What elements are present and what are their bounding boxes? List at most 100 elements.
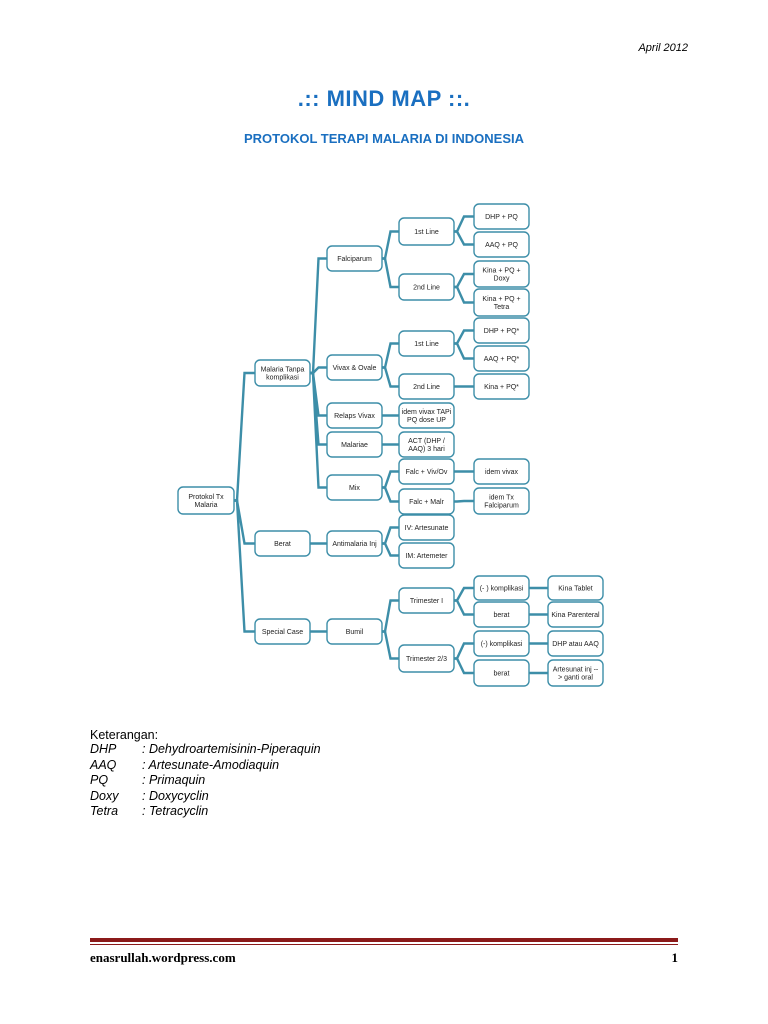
mind-map-connector <box>382 599 399 633</box>
mind-map-node: AAQ + PQ* <box>473 345 530 372</box>
mind-map-node-label: Antimalaria Inj <box>332 541 377 548</box>
mind-map-node-label: 1st Line <box>414 229 439 236</box>
mind-map-connector <box>382 486 399 503</box>
mind-map-node-box <box>326 354 383 381</box>
mind-map-node-box <box>398 431 455 458</box>
mind-map-node-box <box>473 288 530 317</box>
page-title: .:: MIND MAP ::. <box>297 86 471 111</box>
page-number: 1 <box>671 950 679 965</box>
legend-abbr: PQ <box>90 773 109 787</box>
mind-map-node-label: AAQ) 3 hari <box>408 446 445 453</box>
mind-map-connector <box>454 657 474 675</box>
date-label: April 2012 <box>638 42 688 54</box>
legend-desc: : Dehydroartemisinin-Piperaquin <box>142 742 321 756</box>
mind-map-node-label: Special Case <box>262 629 303 636</box>
mind-map-node: Falc + Malr <box>398 488 455 515</box>
mind-map-connector <box>382 342 399 369</box>
mind-map-node-box <box>547 575 604 601</box>
mind-map-node: Berat <box>254 530 311 557</box>
mind-map-node-box <box>473 487 530 515</box>
mind-map-node: 1st Line <box>398 217 455 246</box>
mind-map-node-box <box>398 217 455 246</box>
mind-map-node-box <box>398 514 455 541</box>
footer-site: enasrullah.wordpress.com <box>90 950 236 965</box>
mind-map-node-label: Falc + Viv/Ov <box>406 469 448 476</box>
mind-map-node-box <box>398 542 455 569</box>
mind-map-node-box <box>473 630 530 657</box>
mind-map-node: Antimalaria Inj <box>326 530 383 557</box>
mind-map-node: DHP + PQ <box>473 203 530 230</box>
mind-map-node: Artesunat inj --> ganti oral <box>547 659 604 687</box>
mind-map-node: 2nd Line <box>398 273 455 301</box>
mind-map-node: berat <box>473 659 530 687</box>
mind-map-node-label: > ganti oral <box>558 675 593 682</box>
mind-map-node-box <box>473 260 530 288</box>
mind-map-node: Malariae <box>326 431 383 458</box>
mind-map-node: idem vivax <box>473 458 530 485</box>
mind-map-node-box <box>547 601 604 628</box>
mind-map-edges <box>234 215 548 675</box>
mind-map-node: AAQ + PQ <box>473 231 530 258</box>
mind-map-node-label: ACT (DHP / <box>408 438 445 445</box>
mind-map-node-label: Falc + Malr <box>409 499 444 506</box>
mind-map-node-label: idem vivax TAPi <box>402 409 452 416</box>
legend-abbr: Doxy <box>90 788 119 803</box>
mind-map-node-box <box>177 486 235 515</box>
mind-map-node-box <box>398 402 455 429</box>
mind-map-node-label: Trimester I <box>410 598 443 605</box>
mind-map-node-box <box>326 245 383 272</box>
mind-map-node: Kina Tablet <box>547 575 604 601</box>
mind-map-node: Falciparum <box>326 245 383 272</box>
mind-map-connector <box>454 599 474 616</box>
legend: Keterangan: DHP: Dehydroartemisinin-Pipe… <box>90 728 321 820</box>
mind-map-node: (- ) komplikasi <box>473 575 530 601</box>
mind-map-node: Kina + PQ +Tetra <box>473 288 530 317</box>
mind-map-node-box <box>326 474 383 501</box>
mind-map-node: IV: Artesunate <box>398 514 455 541</box>
mind-map-node-box <box>473 345 530 372</box>
legend-abbr: AAQ <box>90 757 117 772</box>
mind-map-node-box <box>473 575 530 601</box>
mind-map-node-label: Malaria <box>195 502 218 509</box>
mind-map-node-box <box>398 587 455 614</box>
mind-map-node-label: Kina Tablet <box>558 586 593 593</box>
mind-map-node-label: Malariae <box>341 442 368 449</box>
mind-map-node: Kina + PQ* <box>473 373 530 400</box>
mind-map-node-label: Malaria Tanpa <box>261 367 305 374</box>
mind-map-node-box <box>473 601 530 628</box>
mind-map-connector <box>454 342 474 360</box>
mind-map-node-label: DHP atau AAQ <box>552 641 599 648</box>
legend-item: PQ: Primaquin <box>90 773 321 789</box>
mind-map-connector <box>454 272 474 289</box>
mind-map-connector <box>310 257 327 375</box>
mind-map-node: Bumil <box>326 618 383 645</box>
footer: enasrullah.wordpress.com 1 <box>90 950 678 966</box>
mind-map-connector <box>382 526 399 545</box>
mind-map-node: Mix <box>326 474 383 501</box>
mind-map-node-label: Falciparum <box>484 503 519 510</box>
mind-map-node-label: Berat <box>274 541 291 548</box>
mind-map-node-box <box>398 458 455 485</box>
mind-map-node-box <box>326 431 383 458</box>
mind-map-node: Vivax & Ovale <box>326 354 383 381</box>
mind-map-node: Kina Parenteral <box>547 601 604 628</box>
legend-item: Tetra: Tetracyclin <box>90 804 321 820</box>
mind-map-node-label: Kina Parenteral <box>551 612 600 619</box>
mind-map-connector <box>234 371 255 502</box>
legend-item: DHP: Dehydroartemisinin-Piperaquin <box>90 742 321 758</box>
mind-map-node-label: IV: Artesunate <box>405 525 449 532</box>
mind-map-node: DHP + PQ* <box>473 317 530 344</box>
mind-map-connector <box>382 257 399 289</box>
mind-map-connector <box>454 499 474 503</box>
mind-map-node-label: berat <box>494 671 510 678</box>
mind-map-node-label: berat <box>494 612 510 619</box>
mind-map-node-box <box>398 373 455 400</box>
mind-map-node-label: Bumil <box>346 629 364 636</box>
mind-map-node: ACT (DHP /AAQ) 3 hari <box>398 431 455 458</box>
mind-map-connector <box>382 366 399 388</box>
mind-map-node-box <box>473 659 530 687</box>
